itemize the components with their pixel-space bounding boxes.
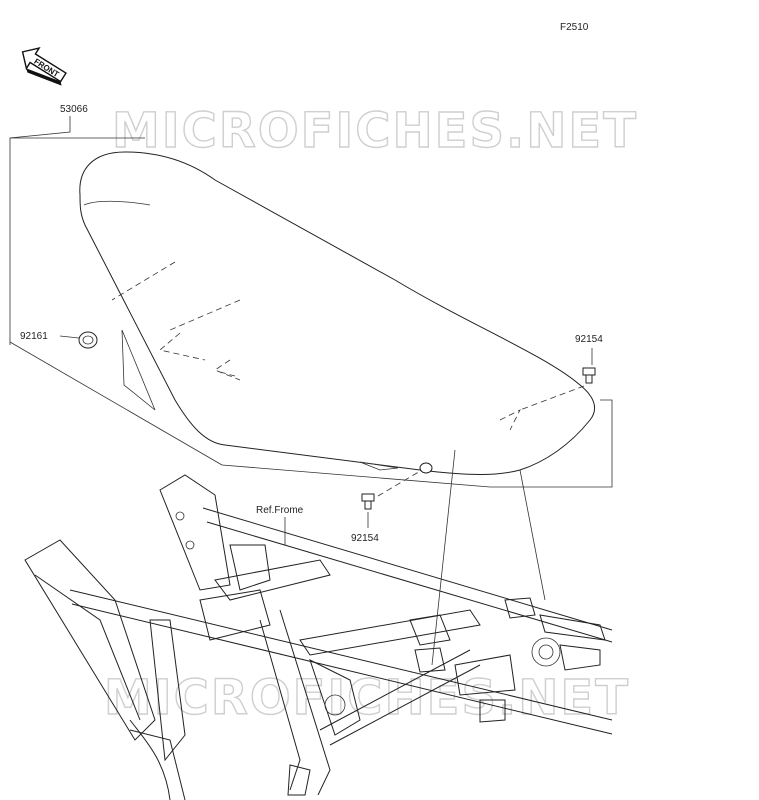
watermark-top: MICROFICHES.NET — [112, 103, 638, 159]
callout-92154-bottom: 92154 — [351, 533, 379, 544]
figure-code: F2510 — [560, 22, 589, 33]
callout-92161: 92161 — [20, 331, 48, 342]
frame — [24, 449, 613, 800]
bolt-bottom: 92154 — [351, 462, 433, 544]
seat — [79, 151, 596, 475]
bolt-right: 92154 — [519, 334, 603, 411]
front-arrow-icon: FRONT — [21, 46, 67, 86]
callout-53066: 53066 — [60, 104, 88, 115]
seat-callout: 53066 — [9, 104, 613, 488]
callout-92154-right: 92154 — [575, 334, 603, 345]
pad-92161: 92161 — [20, 331, 98, 349]
ref-frame-label: Ref.Frome — [256, 505, 304, 516]
